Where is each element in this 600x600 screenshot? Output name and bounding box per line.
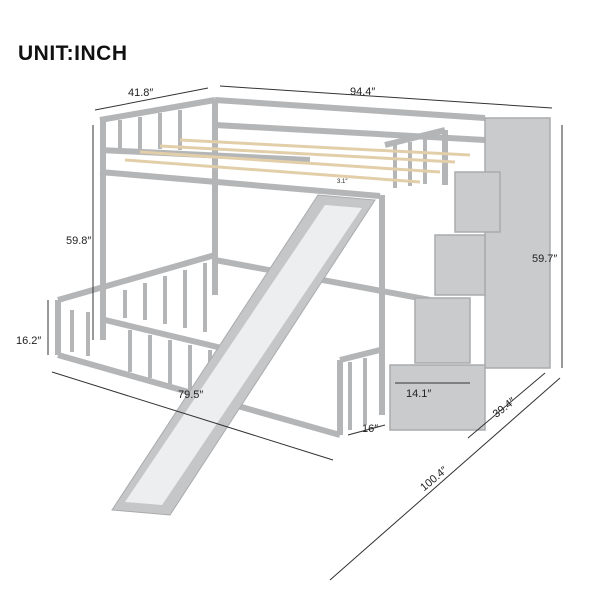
- dim-upper-height: 59.8″: [66, 235, 91, 247]
- dim-stair-height: 59.7″: [532, 253, 557, 265]
- mattress-slats: [124, 138, 471, 184]
- stair-cabinet: [389, 117, 551, 431]
- dimension-lines: [47, 85, 563, 581]
- dim-lower-length: 79.5″: [178, 389, 203, 401]
- dim-opening: 16″: [362, 423, 378, 435]
- dim-upper-depth: 41.8″: [128, 87, 153, 99]
- unit-label: UNIT:INCH: [18, 42, 128, 65]
- dim-step-width: 14.1″: [406, 388, 431, 400]
- dim-guard-height: 16.2″: [16, 335, 41, 347]
- dim-slat-gap: 3.1″: [337, 179, 348, 185]
- slide: [111, 194, 376, 516]
- dim-total-length: 94.4″: [350, 86, 375, 98]
